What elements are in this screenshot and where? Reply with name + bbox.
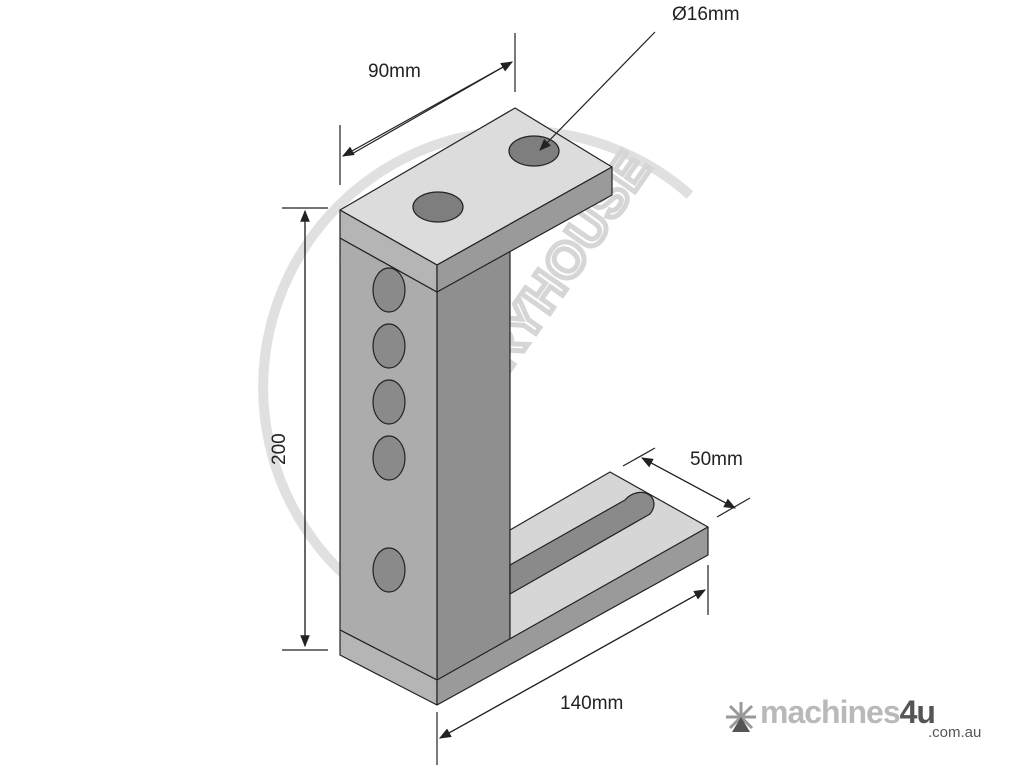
logo-domain: .com.au (928, 724, 982, 741)
dim-hole-diameter: Ø16mm (672, 4, 740, 25)
dim-top-width: 90mm (368, 61, 421, 82)
front-hole (372, 323, 406, 369)
dim-height: 200 (269, 433, 290, 465)
front-hole (372, 547, 406, 593)
snowflake-logo-icon (726, 702, 756, 732)
logo-text: machines4u (760, 694, 936, 731)
front-hole (372, 267, 406, 313)
top-hole (412, 191, 464, 223)
logo-accent-text: 4u (899, 694, 936, 730)
slot (509, 491, 655, 595)
front-hole (372, 435, 406, 481)
front-hole (372, 379, 406, 425)
bracket-part (339, 107, 709, 706)
top-plate-side-face (436, 166, 613, 293)
bottom-plate-side-face (436, 526, 709, 706)
pillar-side-face (436, 224, 511, 691)
top-hole (508, 135, 560, 167)
logo-main-text: machines (760, 694, 901, 730)
dim-bottom-length: 140mm (560, 693, 623, 714)
dim-bottom-width: 50mm (690, 449, 743, 470)
dimension-lines (282, 31, 751, 765)
